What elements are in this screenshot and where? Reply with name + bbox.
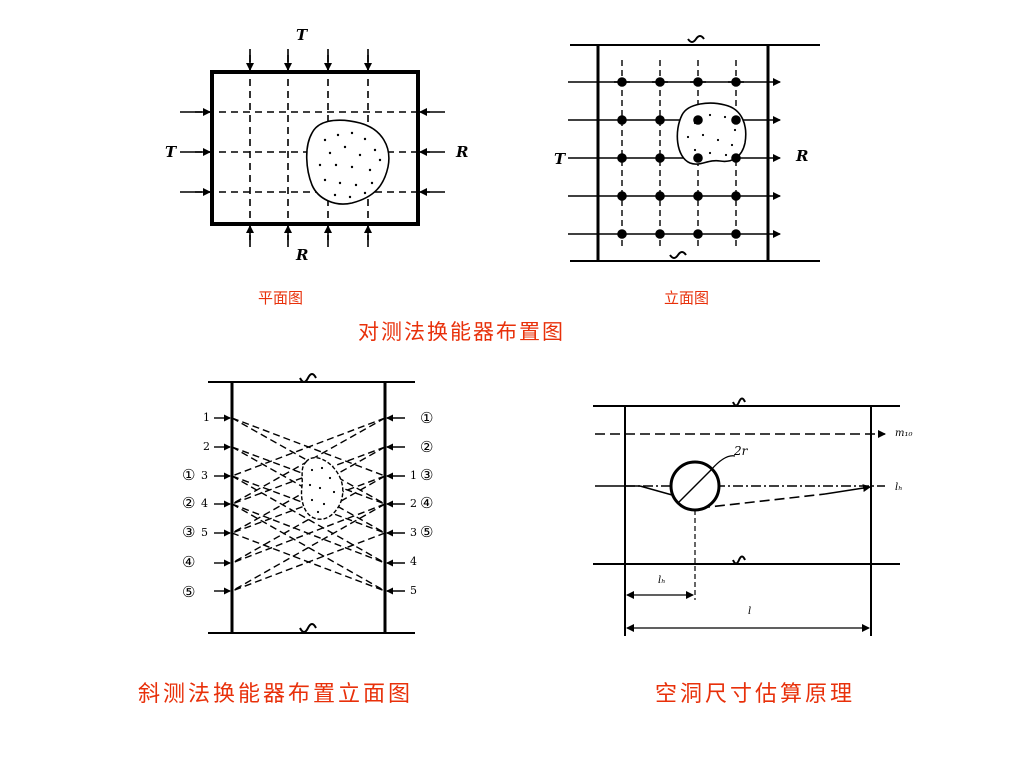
short-dimension-label: lₕ	[658, 575, 666, 586]
plan-label-left: T	[165, 143, 177, 161]
left-circled-5: ⑤	[182, 583, 196, 601]
elevation-horizontal-paths	[568, 78, 781, 238]
void-size-estimation-diagram	[593, 397, 900, 636]
radius-label: 2r	[734, 444, 748, 458]
oblique-transducer-arrows	[214, 414, 405, 595]
oblique-layout-caption: 斜测法换能器布置立面图	[138, 682, 414, 707]
right-circled-5: ⑤	[420, 523, 434, 541]
transducer-arrows	[180, 49, 445, 247]
elevation-view-diagram	[568, 35, 820, 262]
right-number-2: 2	[410, 497, 417, 510]
left-circled-3: ③	[182, 523, 196, 541]
void-size-estimation-caption: 空洞尺寸估算原理	[655, 682, 856, 707]
top-path-label: m₁₀	[895, 428, 913, 439]
right-number-3: 3	[410, 526, 417, 539]
right-circled-4: ④	[420, 494, 434, 512]
void-speckle	[318, 131, 382, 199]
vertical-test-paths	[249, 55, 369, 240]
elevation-transducer-nodes	[614, 77, 744, 239]
left-circled-2: ②	[182, 494, 196, 512]
oblique-dashed-paths	[231, 417, 386, 592]
elevation-view-caption: 立面图	[664, 289, 710, 307]
left-number-1: 1	[203, 411, 210, 424]
elevation-label-right: R	[796, 147, 809, 165]
right-number-1: 1	[410, 469, 417, 482]
plan-label-right: R	[456, 143, 469, 161]
plan-label-bottom: R	[296, 246, 309, 264]
left-number-2: 2	[203, 440, 210, 453]
face-to-face-layout-title: 对测法换能器布置图	[358, 320, 565, 344]
left-number-3: 3	[201, 469, 208, 482]
right-circled-2: ②	[420, 438, 434, 456]
oblique-void-shape	[300, 456, 344, 520]
plan-view-caption: 平面图	[258, 289, 304, 307]
void-defect-shape	[305, 119, 390, 205]
concrete-section-outline	[210, 70, 420, 226]
right-circled-1: ①	[420, 409, 434, 427]
right-number-5: 5	[410, 584, 417, 597]
right-number-4: 4	[410, 555, 417, 568]
right-circled-3: ③	[420, 466, 434, 484]
left-circled-1: ①	[182, 466, 196, 484]
plan-view-diagram	[180, 49, 445, 247]
long-dimension-label: l	[748, 606, 752, 617]
left-number-4: 4	[201, 497, 208, 510]
left-circled-4: ④	[182, 553, 196, 571]
left-number-5: 5	[201, 526, 208, 539]
plan-label-top: T	[296, 26, 308, 44]
path-label: lₕ	[895, 482, 903, 493]
elevation-label-left: T	[554, 150, 566, 168]
oblique-layout-diagram	[208, 373, 415, 634]
